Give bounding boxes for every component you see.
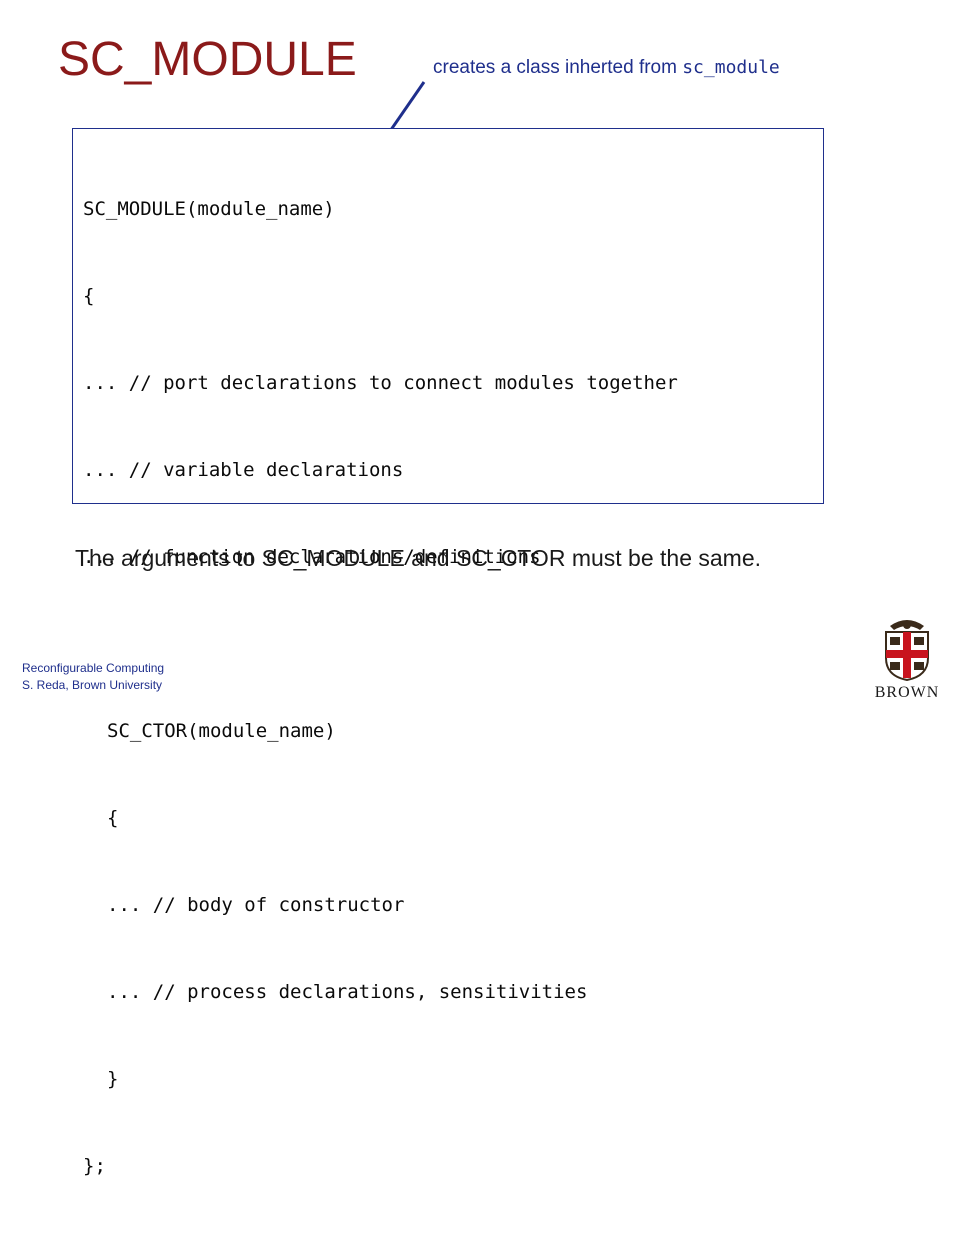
code-line-process: ... // process declarations, sensitiviti… (107, 981, 588, 1003)
code-block: SC_MODULE(module_name) { ... // port dec… (72, 128, 824, 1177)
footer-course: Reconfigurable Computing (22, 661, 165, 675)
code-line-ports: ... // port declarations to connect modu… (83, 372, 678, 394)
slide-footer: Reconfigurable Computing S. Reda, Brown … (22, 660, 164, 694)
code-line-module: SC_MODULE(module_name) (83, 198, 335, 220)
code-line-functions: ... // function declarations/definitions (83, 546, 541, 568)
code-line-ctor: SC_CTOR(module_name) (107, 720, 336, 742)
code-listing: SC_MODULE(module_name) { ... // port dec… (83, 137, 678, 1239)
slide-note: The arguments to SC_MODULE and SC_CTOR m… (75, 545, 762, 571)
inheritance-annotation: creates a class inherted from sc_module (433, 57, 780, 79)
footer-author: S. Reda, Brown University (22, 678, 163, 692)
brown-wordmark: BROWN (874, 684, 940, 701)
annotation-code: sc_module (682, 57, 780, 78)
brown-university-shield-icon (885, 620, 929, 682)
annotation-text: creates a class inherted from (433, 57, 683, 78)
code-line-close: }; (83, 1155, 106, 1177)
code-line-variables: ... // variable declarations (83, 459, 404, 481)
code-line-ctor-open: { (107, 807, 119, 829)
code-line-ctor-close: } (107, 1068, 119, 1090)
code-line-open-brace: { (83, 285, 95, 307)
slide-title: SC_MODULE (58, 33, 357, 86)
code-line-body: ... // body of constructor (107, 894, 405, 916)
code-line-blank (83, 630, 678, 659)
